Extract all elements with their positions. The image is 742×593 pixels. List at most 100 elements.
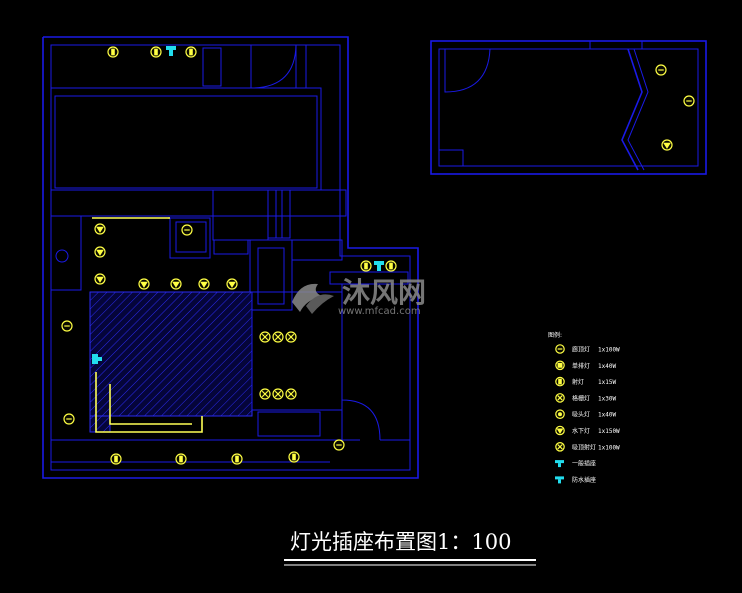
- lamp-line-icon: [181, 224, 193, 236]
- title-text: 灯光插座布置图1：100: [290, 530, 511, 554]
- lamp-bar-icon: [231, 453, 243, 465]
- lamp-bar-icon: [150, 46, 162, 58]
- light-strip-left: [95, 372, 203, 433]
- bath-block-inner: [175, 221, 207, 253]
- lamp-line-icon: [63, 413, 75, 425]
- big-room: [50, 87, 322, 191]
- legend-item: 射灯 1x15W: [555, 376, 616, 387]
- lamp-cross-icon: [259, 331, 271, 343]
- legend-cross-icon: [555, 393, 565, 403]
- legend-dot-icon: [555, 409, 565, 419]
- legend-line-icon: [555, 344, 565, 354]
- legend-spec: 1x40W: [598, 363, 616, 370]
- lamps-layer: [61, 46, 695, 465]
- lamp-bar-icon: [110, 453, 122, 465]
- lamp-cross-icon: [259, 388, 271, 400]
- watermark-brand: 沐风网: [342, 276, 426, 309]
- hatched-floor: [89, 291, 253, 417]
- legend-item: 单排灯 1x40W: [555, 360, 616, 371]
- lamp-tri-icon: [94, 273, 106, 285]
- legend-item: 防水插座: [555, 476, 596, 484]
- legend-item: 吸头灯 1x40W: [555, 409, 616, 419]
- side-plan-outer: [430, 40, 707, 175]
- drawing-title: 灯光插座布置图1：100: [284, 530, 536, 566]
- legend-label: 廊顶灯: [572, 346, 590, 354]
- lamp-line-icon: [61, 320, 73, 332]
- big-room-inner: [54, 95, 318, 189]
- side-plan-zigzag-b: [627, 48, 649, 171]
- legend-label: 单排灯: [572, 362, 590, 370]
- lamp-tri-icon: [661, 139, 673, 151]
- corridor-inner: [257, 247, 285, 305]
- door-swing-top: [250, 44, 297, 89]
- lamp-line-icon: [683, 95, 695, 107]
- watermark-url: www.mfcad.com: [338, 306, 421, 317]
- lamp-tri-icon: [198, 278, 210, 290]
- corridor: [249, 239, 293, 311]
- corridor-right: [291, 239, 343, 261]
- lower-wall-step: [320, 409, 360, 441]
- lamp-tri-icon: [226, 278, 238, 290]
- side-plan-door: [444, 48, 491, 93]
- legend-spec: 1x100W: [598, 347, 620, 354]
- side-plan-zigzag: [621, 48, 643, 171]
- lamp-bar-icon: [185, 46, 197, 58]
- legend-cross2-icon: [555, 441, 565, 452]
- legend-item: 廊顶灯 1x100W: [555, 344, 620, 354]
- main-plan: [42, 36, 419, 479]
- watermark-logo-icon: [292, 283, 334, 314]
- legend-spec: 1x40W: [598, 412, 616, 419]
- left-room: [50, 215, 82, 291]
- legend-label: 吸头灯: [572, 411, 590, 419]
- legend-spec: 1x15W: [598, 379, 616, 386]
- side-plan-box: [438, 149, 464, 167]
- small-block: [213, 239, 249, 255]
- light-strip-inner: [109, 384, 192, 425]
- right-strip: [329, 271, 409, 285]
- legend-spec: 1x30W: [598, 395, 616, 402]
- top-closet: [202, 47, 222, 87]
- mid-shaft: [267, 189, 291, 239]
- bath-block: [169, 217, 211, 259]
- mid-block: [212, 189, 269, 241]
- lamp-bar-icon: [385, 260, 397, 272]
- legend-label: 射灯: [572, 378, 584, 386]
- lamp-line-icon: [333, 439, 345, 451]
- legend-label: 吸顶射灯: [572, 443, 596, 451]
- legend-tri-icon: [555, 425, 565, 436]
- lamp-tri-icon: [94, 246, 106, 258]
- socket-icon: [166, 46, 176, 56]
- lamp-tri-icon: [170, 278, 182, 290]
- lamp-cross-icon: [285, 331, 297, 343]
- sockets-layer: [92, 46, 384, 364]
- lamp-cross-icon: [272, 388, 284, 400]
- socket-icon: [374, 261, 384, 271]
- lamp-tri-icon: [94, 223, 106, 235]
- outer-wall-inner: [50, 44, 411, 471]
- floor-drain: [55, 249, 69, 263]
- legend-label: 一般插座: [572, 460, 596, 468]
- lamp-bar-icon: [360, 260, 372, 272]
- lamp-bar-icon: [107, 46, 119, 58]
- outer-wall: [42, 36, 419, 479]
- legend-label: 防水插座: [572, 476, 596, 484]
- legend-label: 格栅灯: [572, 394, 590, 402]
- lamp-bar-icon: [175, 453, 187, 465]
- legend-item: 格栅灯 1x30W: [555, 393, 616, 403]
- lower-right-closet: [257, 411, 321, 437]
- side-plan-inner: [438, 48, 699, 167]
- legend-square-icon: [555, 360, 565, 371]
- legend-label: 水下灯: [572, 427, 590, 435]
- wall-stub-top: [295, 44, 307, 89]
- mid-band: [50, 189, 347, 217]
- legend-socket-icon: [555, 460, 564, 468]
- legend-socket-icon: [555, 476, 564, 484]
- socket-icon: [92, 354, 102, 364]
- lamp-tri-icon: [138, 278, 150, 290]
- lamp-cross-icon: [272, 331, 284, 343]
- lamp-bar-icon: [288, 451, 300, 463]
